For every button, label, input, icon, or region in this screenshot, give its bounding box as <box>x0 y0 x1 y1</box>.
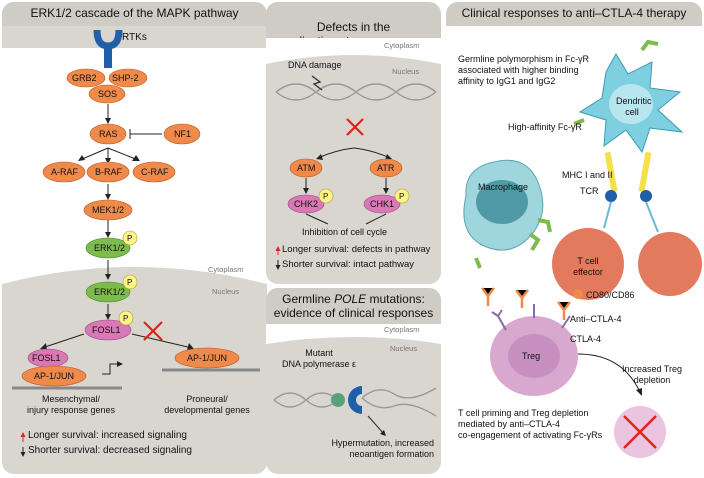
nucleus-label: Nucleus <box>212 287 240 296</box>
braf-label: B-RAF <box>95 167 122 177</box>
chk2-label: CHK2 <box>294 199 319 209</box>
macrophage-icon <box>463 159 544 251</box>
araf-node <box>42 161 86 183</box>
dna-damage-icon <box>311 75 323 91</box>
chk2-node <box>287 194 325 214</box>
atm-label: ATM <box>297 163 316 173</box>
atm-node <box>289 158 323 178</box>
phospho-label: P <box>127 234 133 243</box>
nf1-label: NF1 <box>174 129 192 139</box>
priming-label: T cell priming and Treg depletion mediat… <box>458 408 603 440</box>
t-cell-icon <box>638 232 702 296</box>
t-cell-effector-label: T cell effector <box>573 256 603 277</box>
treg-label: Treg <box>522 351 541 361</box>
ras-label: RAS <box>99 129 118 139</box>
longer-survival-label: Longer survival: defects in pathway <box>282 244 431 255</box>
mek-node <box>83 199 133 221</box>
nucleus-label: Nucleus <box>392 67 420 76</box>
atr-node <box>369 158 403 178</box>
nf1-node <box>163 123 201 145</box>
mhc-label: MHC I and II <box>562 170 613 180</box>
cytoplasm-label: Cytoplasm <box>208 265 244 274</box>
polymerase-subunit-icon <box>331 393 345 407</box>
panel-replication-stress: Defects in the replication stress respon… <box>266 2 441 284</box>
sos-label: SOS <box>98 89 118 99</box>
phospho-label: P <box>123 314 129 323</box>
phospho-label: P <box>399 192 405 201</box>
grb2-node <box>66 68 106 88</box>
shorter-survival-label: Shorter survival: intact pathway <box>282 259 415 270</box>
ap1-left-label: AP-1/JUN <box>34 371 75 381</box>
araf-label: A-RAF <box>51 167 78 177</box>
replication-stress-diagram <box>266 38 441 284</box>
phospho-label: P <box>127 278 133 287</box>
ap1-right-label: AP-1/JUN <box>187 353 228 363</box>
longer-survival-label: Longer survival: increased signaling <box>28 430 187 441</box>
ctla4-label: CTLA-4 <box>570 334 602 344</box>
fosl1-node <box>84 319 132 341</box>
antibody-icon <box>481 287 571 320</box>
craf-node <box>132 161 176 183</box>
inhibition-label: Inhibition of cell cycle <box>302 227 388 237</box>
proneural-genes-label: Proneural/ developmental genes <box>164 394 250 415</box>
panel-title: Clinical responses to anti–CTLA-4 therap… <box>446 2 702 26</box>
chk1-label: CHK1 <box>370 199 395 209</box>
dendritic-cell-label: Dendritic cell <box>616 96 652 117</box>
fosl1-label: FOSL1 <box>92 325 121 335</box>
mhc-tcr-complex-icon <box>603 151 659 233</box>
dna-helix-icon <box>275 83 437 101</box>
craf-label: C-RAF <box>141 167 169 177</box>
cytoplasm-label: Cytoplasm <box>384 41 420 50</box>
nucleus-label: Nucleus <box>390 344 418 353</box>
pole-diagram <box>266 324 441 474</box>
mesenchymal-genes-label: Mesenchymal/ injury response genes <box>26 394 116 415</box>
cd80-label: CD80/CD86 <box>586 290 635 300</box>
phospho-label: P <box>323 192 329 201</box>
cytoplasm-label: Cytoplasm <box>384 325 420 334</box>
shp2-node <box>108 68 148 88</box>
fosl1-left-label: FOSL1 <box>32 353 61 363</box>
chk1-node <box>363 194 401 214</box>
erk-nucleus-label: ERK1/2 <box>94 287 126 297</box>
inhibition-x-icon <box>346 118 364 136</box>
mutant-polymerase-icon <box>347 386 362 414</box>
tcr-label: TCR <box>580 186 599 196</box>
germline-polymorphism-label: Germline polymorphism in Fc-γR associate… <box>458 54 590 86</box>
panel-title: ERK1/2 cascade of the MAPK pathway <box>2 2 267 26</box>
high-affinity-label: High-affinity Fc-γR <box>508 122 582 132</box>
shorter-survival-label: Shorter survival: decreased signaling <box>28 445 192 456</box>
anti-ctla4-diagram <box>446 26 702 474</box>
grb2-label: GRB2 <box>72 73 97 83</box>
mek-label: MEK1/2 <box>92 205 125 215</box>
ras-node <box>89 123 127 145</box>
braf-node <box>86 161 130 183</box>
inhibition-x-icon <box>143 321 163 341</box>
dendritic-cell-icon <box>578 53 684 154</box>
dna-damage-label: DNA damage <box>288 60 342 70</box>
macrophage-label: Macrophage <box>478 182 529 192</box>
erk-label: ERK1/2 <box>94 243 126 253</box>
mutant-polymerase-label: Mutant DNA polymerase ε <box>282 348 357 369</box>
dna-helix-icon <box>273 387 437 417</box>
panel-erk-cascade: ERK1/2 cascade of the MAPK pathway <box>2 2 267 474</box>
rtks-label: RTKs <box>122 32 147 43</box>
panel-title: Germline POLE mutations: evidence of cli… <box>266 288 441 324</box>
inhibition-x-icon <box>623 415 657 449</box>
rtk-receptor-icon <box>93 29 123 68</box>
atr-label: ATR <box>377 163 395 173</box>
erk-cascade-diagram <box>2 26 267 474</box>
panel-pole-mutations: Germline POLE mutations: evidence of cli… <box>266 288 441 474</box>
increased-depletion-label: Increased Treg depletion <box>621 364 683 385</box>
anti-ctla4-label: Anti–CTLA-4 <box>570 314 622 324</box>
shp2-label: SHP-2 <box>112 73 139 83</box>
sos-node <box>88 84 126 104</box>
t-cell-effector-icon <box>552 228 624 300</box>
hypermutation-label: Hypermutation, increased neoantigen form… <box>331 438 434 459</box>
panel-anti-ctla4: Clinical responses to anti–CTLA-4 therap… <box>446 2 702 474</box>
erk-cytoplasm-node <box>85 237 131 259</box>
erk-nucleus-node <box>85 281 131 303</box>
